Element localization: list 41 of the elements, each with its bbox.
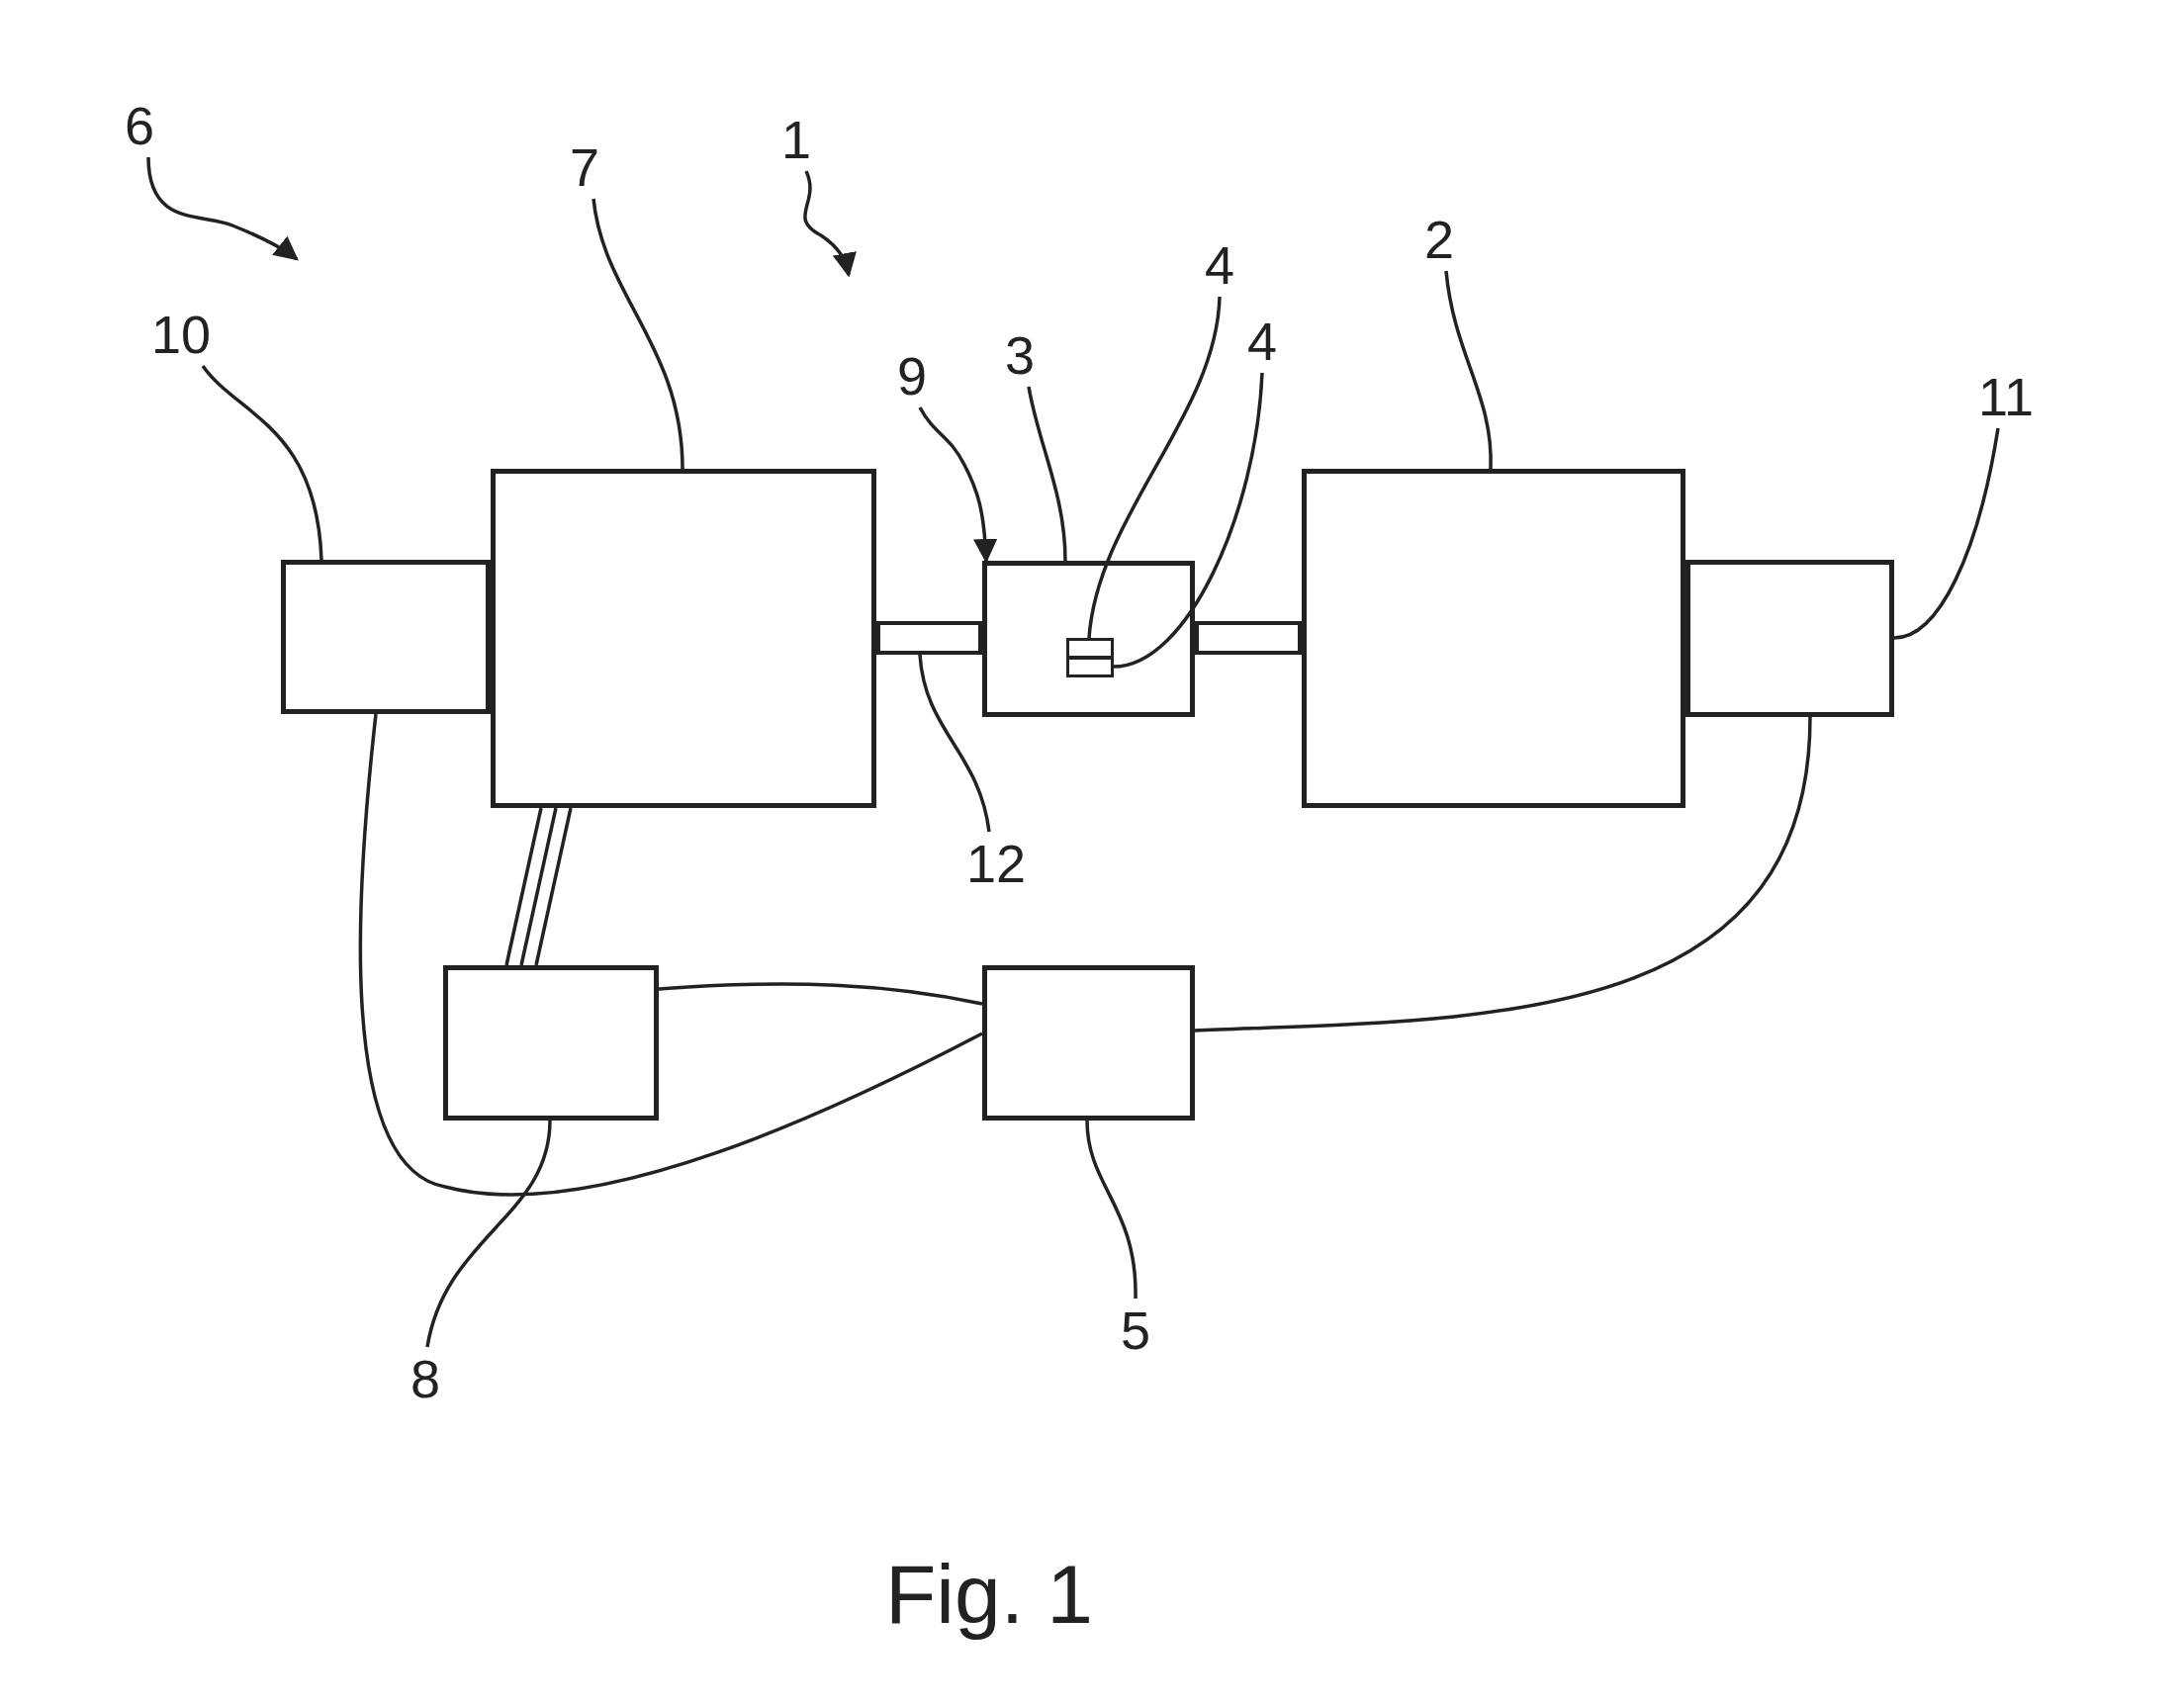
callout-number: 3 [1005,328,1035,382]
leader-line [1085,1120,1138,1300]
callout-number: 5 [1121,1303,1150,1357]
callout-number: 1 [781,113,811,166]
leader-line [1444,270,1493,469]
component-box [443,965,659,1121]
component-box [281,560,491,714]
callout-number: 4 [1205,238,1234,292]
connection-line [1194,716,1812,1033]
connection-line [519,807,558,966]
leader-line [592,198,684,470]
leader-line [1113,372,1264,669]
leader-line [918,654,991,833]
callout-number: 10 [150,308,212,361]
callout-number: 6 [125,99,154,152]
cell-element [1066,657,1114,677]
component-box [1685,560,1894,717]
component-box [1302,469,1685,808]
callout-number: 11 [1977,370,2035,423]
arrow [803,170,857,278]
callout-number: 9 [897,349,927,403]
component-box [982,965,1195,1121]
callout-number: 7 [570,140,599,194]
connection-line [534,807,573,966]
cell-element [1066,638,1114,659]
leader-line [1893,427,2000,640]
leader-line [201,364,323,561]
callout-number: 8 [410,1352,440,1405]
leader-line [1027,386,1067,562]
callout-number: 12 [965,837,1027,890]
figure-caption: Fig. 1 [884,1546,1094,1643]
connection-line [358,713,983,1197]
arrow [146,156,299,261]
connection-line [658,982,983,1006]
leader-line [1087,296,1222,639]
callout-number: 2 [1424,213,1454,266]
leader-line [425,1120,552,1348]
component-box [491,469,876,808]
connection-line [504,807,543,966]
component-box [982,561,1195,717]
callout-number: 4 [1247,314,1277,368]
